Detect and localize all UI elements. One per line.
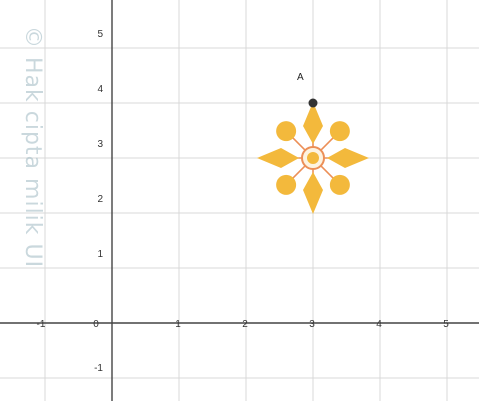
petal-diamond <box>327 148 369 168</box>
x-tick-label-neg1: -1 <box>37 319 46 330</box>
y-tick-label-2: 2 <box>97 194 103 205</box>
x-tick-labels: -1 0 1 2 3 4 5 <box>37 319 450 330</box>
point-a[interactable]: A <box>297 72 318 108</box>
y-tick-labels: 5 4 3 2 1 -1 <box>94 29 103 374</box>
round-petal <box>318 121 350 153</box>
petal-circle <box>276 174 297 195</box>
flower-center-dot <box>307 152 319 164</box>
y-tick-label-4: 4 <box>97 84 103 95</box>
y-tick-label-neg1: -1 <box>94 363 103 374</box>
flower-shape <box>257 102 369 214</box>
round-petal <box>276 163 308 195</box>
x-tick-label-4: 4 <box>376 319 382 330</box>
petal-diamond <box>257 148 299 168</box>
y-tick-label-5: 5 <box>97 29 103 40</box>
petal-diamond <box>303 102 323 144</box>
petal-circle <box>329 174 350 195</box>
petal-diamond <box>303 172 323 214</box>
round-petal <box>318 163 350 195</box>
point-a-marker[interactable] <box>308 98 318 108</box>
petal-circle <box>276 121 297 142</box>
round-petal <box>276 121 308 153</box>
y-tick-label-3: 3 <box>97 139 103 150</box>
x-tick-label-1: 1 <box>175 319 181 330</box>
x-tick-label-5: 5 <box>443 319 449 330</box>
watermark-text: © Hak cipta milik UI <box>20 26 45 268</box>
x-tick-label-2: 2 <box>242 319 248 330</box>
y-tick-label-1: 1 <box>97 249 103 260</box>
x-tick-label-3: 3 <box>309 319 315 330</box>
x-tick-label-0: 0 <box>93 319 99 330</box>
petal-circle <box>329 121 350 142</box>
point-a-label: A <box>297 72 304 83</box>
